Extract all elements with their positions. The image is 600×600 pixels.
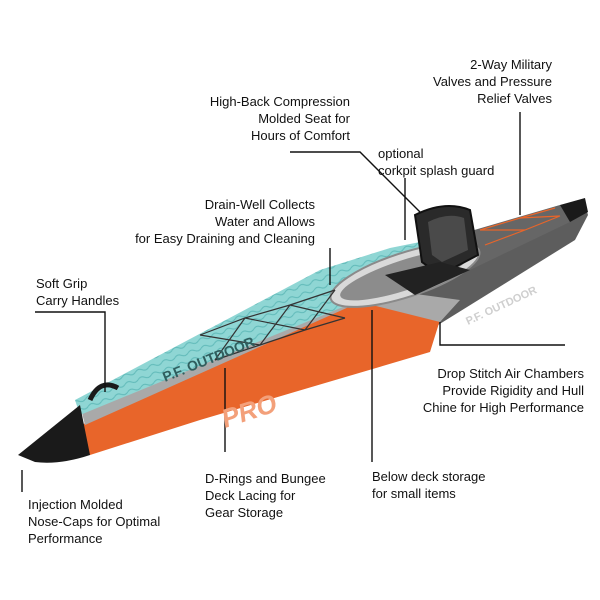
carry-handle <box>87 382 120 402</box>
callout-drop-stitch: Drop Stitch Air Chambers Provide Rigidit… <box>422 366 584 415</box>
callout-d-rings: D-Rings and Bungee Deck Lacing for Gear … <box>205 471 326 520</box>
leader-lines <box>21 112 565 492</box>
stern-cap <box>560 198 588 222</box>
bungee-lacing <box>199 289 346 361</box>
stern-bungee <box>479 207 561 246</box>
callout-splash-guard: optional corkpit splash guard <box>378 146 495 178</box>
leader-seat <box>290 151 421 213</box>
callout-storage: Below deck storage for small items <box>372 469 486 501</box>
callout-valves: 2-Way Military Valves and Pressure Relie… <box>433 57 552 106</box>
leader-dropstitch <box>439 322 565 346</box>
nose-cap <box>18 405 90 463</box>
hull-grey-stripe <box>80 285 460 425</box>
hull-orange-side <box>70 300 440 455</box>
callout-seat: High-Back Compression Molded Seat for Ho… <box>209 94 350 143</box>
seat-mesh <box>428 215 468 262</box>
callout-drain-well: Drain-Well Collects Water and Allows for… <box>135 197 315 246</box>
callout-handles: Soft Grip Carry Handles <box>36 276 120 308</box>
callout-nose-caps: Injection Molded Nose-Caps for Optimal P… <box>28 497 161 546</box>
leader-handles <box>35 311 106 392</box>
seat-cushion <box>385 262 470 295</box>
